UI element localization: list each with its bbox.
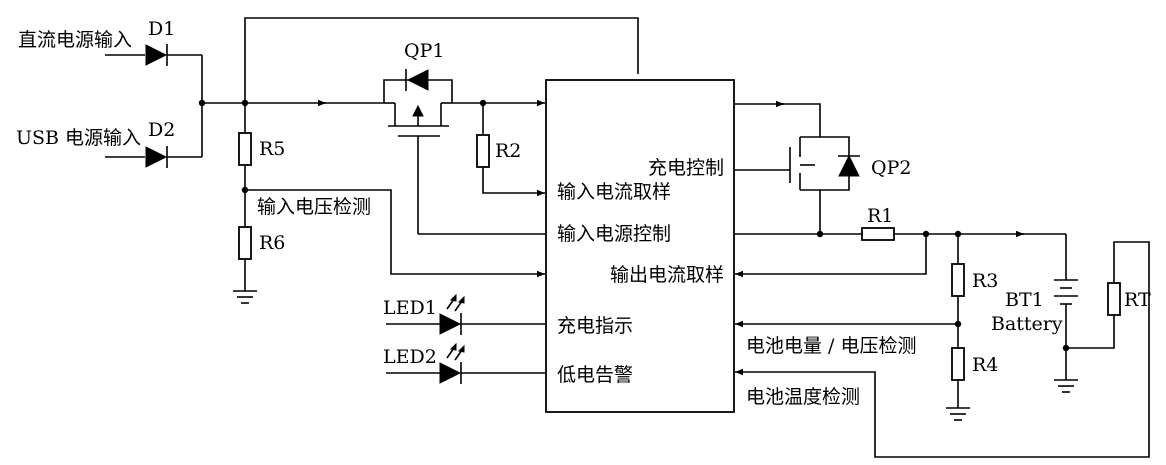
battery-voltage-detect-label: 电池电量 / 电压检测 <box>746 335 916 357</box>
rt-label: RT <box>1124 289 1151 311</box>
resistor-r6 <box>238 226 252 260</box>
resistor-r2-sense <box>476 103 545 197</box>
thermistor-rt <box>735 241 1150 458</box>
diode-d1 <box>105 44 202 66</box>
r5-label: R5 <box>259 138 285 160</box>
qp2-label: QP2 <box>871 157 911 179</box>
resistor-r2 <box>476 134 490 168</box>
r4-label: R4 <box>972 354 998 376</box>
ground-symbol <box>233 290 257 304</box>
pin-low-battery-alarm: 低电告警 <box>557 364 633 386</box>
resistor-divider-r3-r4 <box>946 234 970 421</box>
pin-charge-control: 充电控制 <box>648 157 724 179</box>
dc-input-label: 直流电源输入 <box>18 29 132 51</box>
r1-label: R1 <box>867 205 893 227</box>
battery-temp-detect-label: 电池温度检测 <box>746 386 860 408</box>
resistor-r4 <box>951 347 965 381</box>
usb-input-label: USB 电源输入 <box>16 127 141 149</box>
qp1-label: QP1 <box>404 40 444 62</box>
resistor-r5 <box>238 132 252 166</box>
pin-charge-indicator: 充电指示 <box>557 315 633 337</box>
input-or-wires <box>198 55 384 157</box>
led-led1 <box>386 293 545 335</box>
input-voltage-detect-wire <box>245 189 545 278</box>
pin-input-power-control: 输入电源控制 <box>557 223 671 245</box>
led2-label: LED2 <box>383 346 437 368</box>
resistor-r1 <box>861 227 895 241</box>
d1-label: D1 <box>148 18 175 40</box>
r2-label: R2 <box>495 140 521 162</box>
diode-d2 <box>105 146 202 168</box>
resistor-r3 <box>951 263 965 297</box>
bt1-label: BT1 <box>1005 289 1044 311</box>
led1-label: LED1 <box>383 297 437 319</box>
input-voltage-detect-label: 输入电压检测 <box>257 196 371 218</box>
charger-controller-ic <box>545 79 735 413</box>
mosfet-qp2 <box>778 103 860 234</box>
battery-label: Battery <box>991 313 1063 335</box>
r6-label: R6 <box>259 232 285 254</box>
mosfet-qp1 <box>383 69 453 234</box>
pin-input-current-sample: 输入电流取样 <box>557 181 671 203</box>
led-led2 <box>386 342 545 384</box>
d2-label: D2 <box>148 119 175 141</box>
pin-output-current-sample: 输出电流取样 <box>610 264 724 286</box>
top-loop-wire <box>244 17 639 103</box>
resistor-divider-r5-r6 <box>238 103 252 291</box>
output-current-sample-wire <box>735 234 927 278</box>
r3-label: R3 <box>972 270 998 292</box>
